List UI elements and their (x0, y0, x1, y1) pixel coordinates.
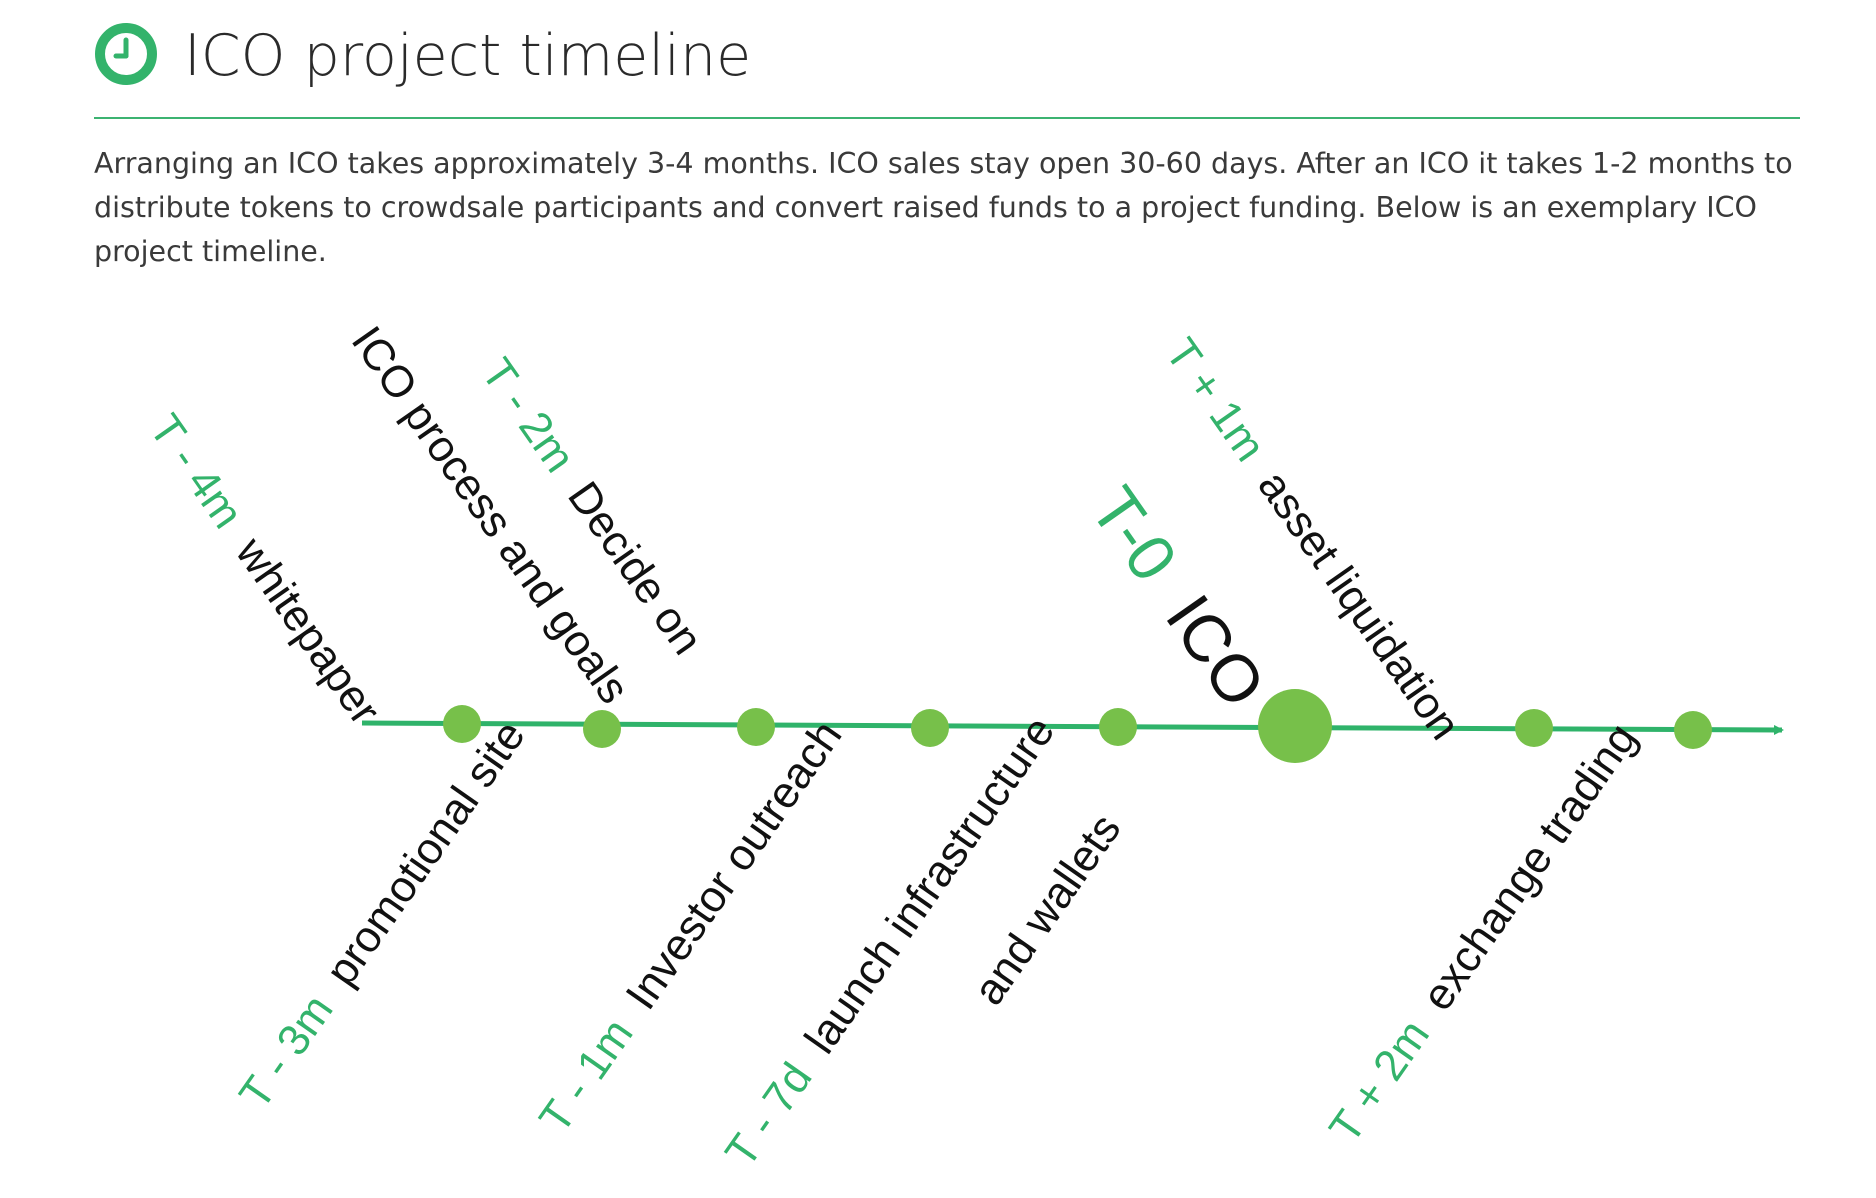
milestone-dot-t-4m (443, 705, 481, 743)
milestone-label-t-4m: T - 4m whitepaper (140, 406, 390, 734)
milestone-text: ICO (1152, 581, 1280, 720)
title-divider (94, 117, 1800, 119)
milestone-text: Investor outreach (616, 712, 851, 1019)
milestone-dot-t-plus-1m (1515, 709, 1553, 747)
milestone-dot-t-0 (1258, 689, 1332, 763)
milestone-code: T-0 (1077, 474, 1192, 595)
milestone-code: T - 1m (530, 1010, 643, 1142)
milestone-code: T - 2m (472, 350, 585, 482)
milestone-dot-t-3m (583, 710, 621, 748)
milestone-dot-t-plus-2m (1674, 711, 1712, 749)
milestone-label-t-3m: T - 3m promotional site (230, 712, 535, 1118)
milestone-dot-t-7d (1099, 708, 1137, 746)
milestone-label-t-0: T-0 ICO (1077, 474, 1280, 720)
clock-icon (95, 23, 157, 85)
milestone-code: T + 2m (1320, 1011, 1439, 1152)
milestone-code: T - 7d (716, 1054, 822, 1176)
milestone-code: T - 3m (230, 986, 343, 1118)
milestone-label-t-plus-2m: T + 2m exchange trading (1320, 715, 1646, 1152)
milestone-dot-t-1m (911, 709, 949, 747)
milestone-dot-t-2m (737, 708, 775, 746)
timeline-axis (361, 720, 1784, 735)
page-header: ICO project timeline (94, 14, 1800, 114)
milestone-text: whitepaper (226, 528, 390, 733)
milestone-code: T + 1m (1156, 330, 1275, 471)
page-title: ICO project timeline (184, 23, 752, 89)
milestone-code: T - 4m (140, 406, 253, 538)
milestone-text: promotional site (316, 712, 534, 995)
intro-paragraph: Arranging an ICO takes approximately 3-4… (94, 147, 1793, 268)
milestone-text: exchange trading (1413, 715, 1647, 1020)
